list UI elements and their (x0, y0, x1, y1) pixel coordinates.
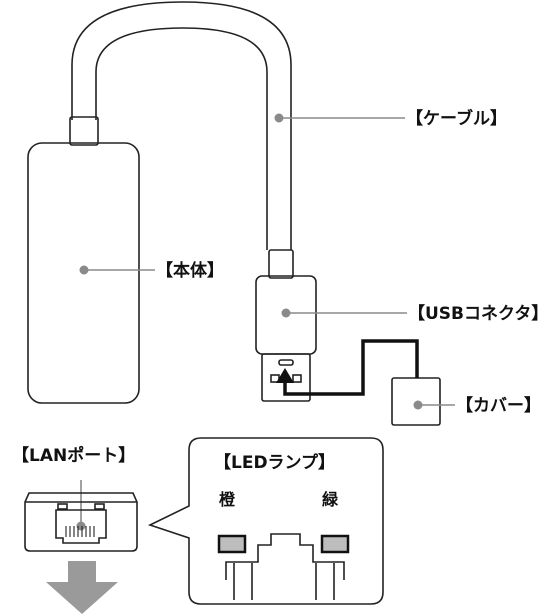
led-magnified-port (217, 533, 350, 600)
label-cable: 【ケーブル】 (406, 108, 507, 129)
cover-arrow (276, 339, 419, 396)
label-led-lamp: 【LEDランプ】 (214, 452, 335, 473)
usb-plug (261, 353, 311, 402)
leader-lines (76, 113, 455, 531)
label-body: 【本体】 (156, 260, 224, 281)
led-callout-bubble (147, 437, 384, 605)
label-lan-port: 【LANポート】 (12, 445, 135, 466)
led-green-lamp (320, 534, 350, 554)
label-cover: 【カバー】 (456, 395, 541, 416)
label-led-green: 緑 (322, 490, 339, 509)
led-orange-lamp (217, 534, 247, 554)
lan-port-view (24, 492, 138, 552)
label-usb-connector: 【USBコネクタ】 (408, 303, 548, 324)
cable (71, 1, 292, 250)
connector-strain-relief (268, 249, 294, 279)
label-led-orange: 橙 (219, 490, 236, 509)
adapter-body (27, 142, 140, 404)
down-arrow-icon (46, 561, 118, 614)
body-neck (69, 116, 99, 146)
